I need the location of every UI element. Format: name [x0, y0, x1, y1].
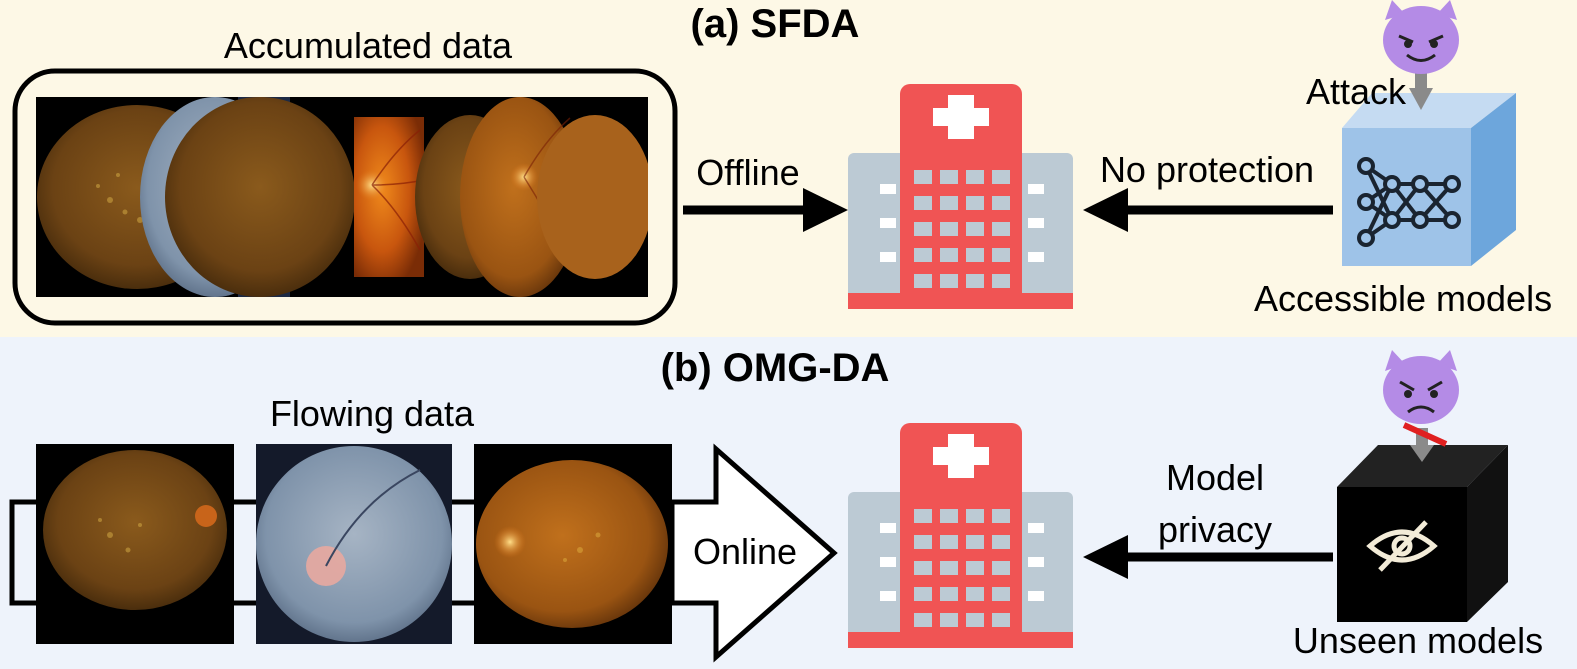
fundus-image-7: [537, 115, 648, 279]
flowing-fundus-2: [256, 444, 452, 644]
eye-slash-icon: [1366, 520, 1438, 572]
blocked-attack-arrow: [1402, 422, 1448, 462]
model-privacy-label-line2: privacy: [1157, 509, 1273, 550]
panel-b-title: (b) OMG-DA: [660, 346, 890, 390]
unseen-models-label: Unseen models: [1292, 620, 1544, 661]
accessible-model-cube: [1342, 93, 1516, 266]
flowing-data-label: Flowing data: [269, 393, 475, 434]
neural-network-icon: [1357, 157, 1461, 247]
fundus-image-3: [165, 97, 355, 297]
no-protection-arrow: [1083, 188, 1333, 232]
panel-a-title: (a) SFDA: [690, 2, 860, 46]
offline-label: Offline: [696, 152, 800, 193]
flowing-fundus-3: [474, 444, 672, 644]
devil-icon: [1383, 0, 1459, 74]
hospital-icon: [848, 423, 1073, 648]
flowing-fundus-1: [36, 444, 234, 644]
no-protection-label: No protection: [1099, 149, 1315, 190]
offline-arrow: [683, 188, 848, 232]
accumulated-data-frame: [12, 68, 678, 326]
unseen-model-cube: [1337, 445, 1508, 622]
accessible-models-label: Accessible models: [1253, 278, 1553, 319]
model-privacy-arrow: [1083, 535, 1333, 579]
attack-arrow: [1409, 72, 1433, 110]
devil-icon: [1383, 350, 1459, 424]
online-arrow: [669, 443, 838, 663]
flowing-data-pipe: [9, 499, 474, 606]
accumulated-fundus-strip: [36, 97, 648, 297]
model-privacy-label-line1: Model: [1165, 457, 1265, 498]
accumulated-data-label: Accumulated data: [223, 25, 513, 66]
attack-label: Attack: [1305, 71, 1406, 112]
online-label: Online: [692, 531, 798, 572]
hospital-icon: [848, 84, 1073, 309]
